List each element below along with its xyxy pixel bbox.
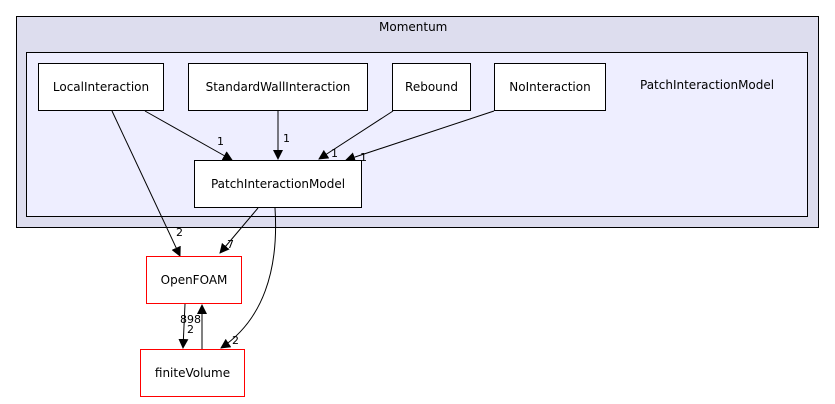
edge-label-openfoam-to-finitevolume: 2 <box>187 323 194 336</box>
edge-label-finitevolume-to-openfoam: 898 <box>180 313 201 326</box>
node-openfoam[interactable]: OpenFOAM <box>146 256 242 304</box>
edge-openfoam-to-finitevolume <box>178 303 189 349</box>
edge-label-no-to-pim: 1 <box>360 151 367 164</box>
node-nointeraction[interactable]: NoInteraction <box>494 63 606 111</box>
edge-label-pim-to-openfoam: 7 <box>227 238 234 251</box>
edge-label-pim-to-finitevolume: 2 <box>232 334 239 347</box>
node-standardwallinteraction[interactable]: StandardWallInteraction <box>188 63 368 111</box>
node-localinteraction[interactable]: LocalInteraction <box>38 63 164 111</box>
node-finitevolume[interactable]: finiteVolume <box>140 349 245 397</box>
edge-label-rebound-to-pim: 1 <box>331 147 338 160</box>
edge-label-standard-to-pim: 1 <box>283 132 290 145</box>
edge-label-local-to-openfoam: 2 <box>176 226 183 239</box>
package-patchinteractionmodel-title: PatchInteractionModel <box>640 78 775 92</box>
package-momentum-title: Momentum <box>379 20 448 34</box>
edge-label-local-to-pim: 1 <box>217 135 224 148</box>
node-rebound[interactable]: Rebound <box>392 63 471 111</box>
node-patchinteractionmodel[interactable]: PatchInteractionModel <box>194 160 362 208</box>
